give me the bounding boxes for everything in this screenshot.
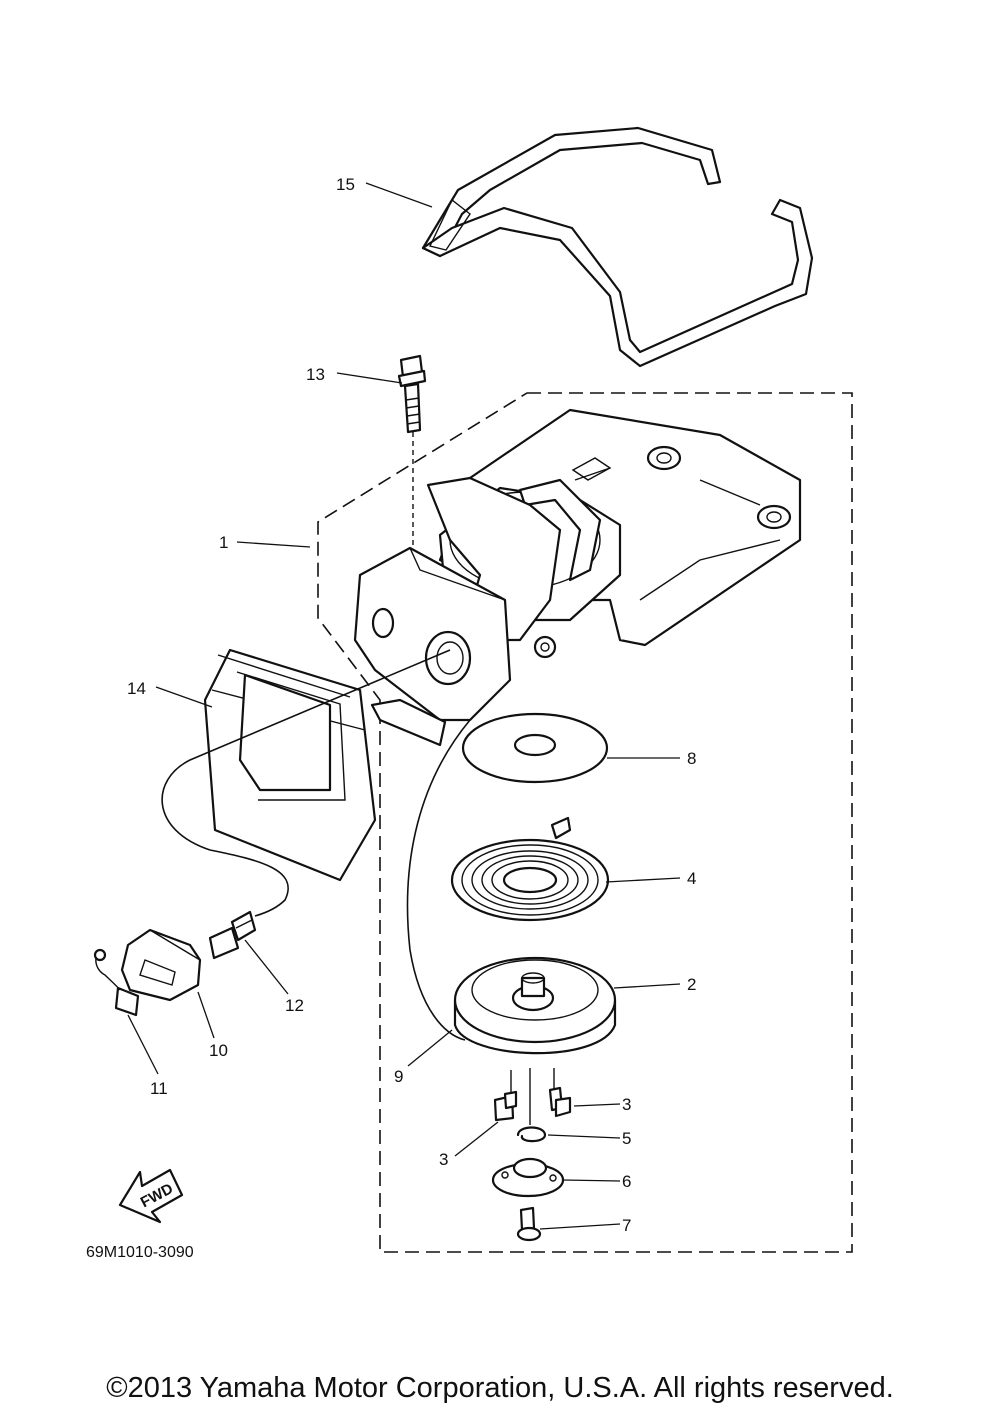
starter-rope xyxy=(161,649,451,917)
callout-13: 13 xyxy=(306,365,325,384)
leader-lines xyxy=(127,182,681,1230)
pawl-left xyxy=(493,1070,518,1122)
callout-10: 10 xyxy=(209,1041,228,1060)
callout-3-right: 3 xyxy=(622,1095,631,1114)
starter-handle xyxy=(120,926,240,1002)
plate xyxy=(461,712,609,784)
clip xyxy=(516,1126,547,1143)
assembly-boundary xyxy=(317,392,853,1253)
starter-rope-lower xyxy=(406,719,471,1041)
callout-7: 7 xyxy=(622,1216,631,1235)
sheave-drum xyxy=(453,956,617,1055)
screw xyxy=(516,1206,542,1242)
callout-5: 5 xyxy=(622,1129,631,1148)
copyright-notice: ©2013 Yamaha Motor Corporation, U.S.A. A… xyxy=(106,1372,894,1404)
callout-12: 12 xyxy=(285,996,304,1015)
handle-clip xyxy=(93,948,140,1017)
callout-4: 4 xyxy=(687,869,696,888)
grommet xyxy=(203,648,377,882)
callout-14: 14 xyxy=(127,679,146,698)
callout-8: 8 xyxy=(687,749,696,768)
pawl-right xyxy=(548,1068,572,1118)
callout-3-left: 3 xyxy=(439,1150,448,1169)
callout-15: 15 xyxy=(336,175,355,194)
handle-frame xyxy=(421,126,814,368)
callout-9: 9 xyxy=(394,1067,403,1086)
callout-6: 6 xyxy=(622,1172,631,1191)
drive-plate xyxy=(491,1157,565,1198)
callout-2: 2 xyxy=(687,975,696,994)
bolt xyxy=(397,354,427,578)
fwd-arrow-icon: FWD xyxy=(118,1168,184,1224)
starter-case xyxy=(353,408,802,747)
callout-1: 1 xyxy=(219,533,228,552)
diagram-part-number: 69M1010-3090 xyxy=(86,1244,194,1261)
spiral-spring xyxy=(450,816,610,922)
callout-11: 11 xyxy=(150,1079,168,1098)
rope-seal xyxy=(230,910,257,942)
